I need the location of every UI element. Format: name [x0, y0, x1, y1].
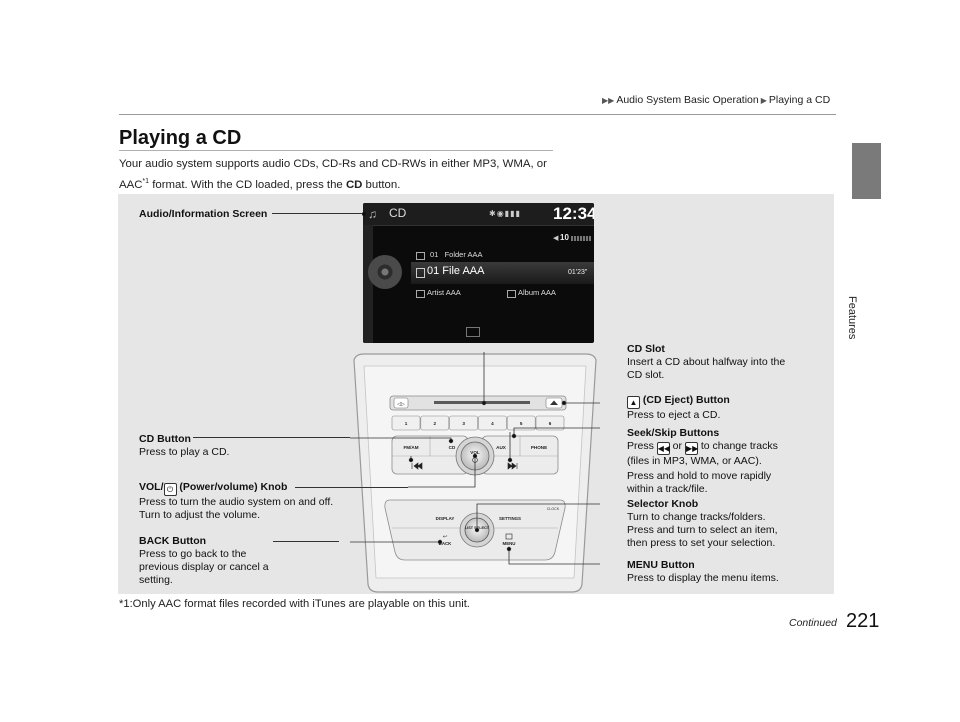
preset-label-1: 1 — [405, 421, 408, 426]
intro-text: button. — [362, 178, 401, 191]
cd-button-label: CD Button Press to play a CD. — [139, 433, 230, 458]
leader-line — [295, 487, 408, 488]
seek-back-icon[interactable] — [411, 462, 423, 470]
volume-bar — [571, 236, 591, 241]
artist-icon — [416, 290, 425, 298]
intro-cd-word: CD — [345, 178, 363, 191]
phone-button[interactable]: PHONE — [531, 445, 547, 450]
intro-text: Your audio system supports audio CDs, CD… — [119, 158, 547, 191]
breadcrumb-item: Playing a CD — [768, 94, 831, 106]
screen-clock: 12:34 — [553, 204, 594, 223]
music-note-icon: ♫ — [368, 207, 377, 221]
preset-label-5: 5 — [520, 421, 523, 426]
eject-icon — [550, 400, 558, 405]
eject-label: ▲ (CD Eject) Button Press to eject a CD. — [627, 394, 730, 421]
seek-back-icon: ◀◀ — [656, 442, 671, 455]
selected-row — [411, 262, 594, 284]
screen-header — [363, 203, 594, 226]
breadcrumb-item: Audio System Basic Operation — [616, 94, 759, 106]
display-button[interactable]: DISPLAY — [436, 516, 455, 521]
preset-label-3: 3 — [462, 421, 465, 426]
preset-button-1[interactable] — [391, 415, 421, 431]
elapsed-time: 01'23" — [568, 269, 588, 276]
disc-icon — [368, 255, 402, 289]
vol-knob-label: VOL/⏻ (Power/volume) Knob Press to turn … — [139, 481, 334, 521]
aux-button[interactable]: AUX — [496, 445, 507, 450]
menu-icon — [505, 533, 513, 540]
clock-label: CLOCK — [547, 507, 560, 511]
preset-button-6[interactable] — [535, 415, 565, 431]
preset-button-3[interactable] — [449, 415, 478, 431]
leader-lines — [350, 352, 600, 565]
intro-text: format. With the CD loaded, press the — [149, 178, 346, 191]
file-name: 01 File AAA — [427, 265, 485, 277]
audio-screen-label: Audio/Information Screen — [139, 208, 268, 220]
audio-info-screen: ♫ CD ✱◉▮▮▮ 12:34 ◀ 10 01 Folder AAA 01 F… — [363, 203, 594, 343]
preset-button-5[interactable] — [506, 415, 536, 431]
fmam-button[interactable]: FM/AM — [403, 445, 418, 450]
leader-line — [193, 437, 350, 438]
artist-name: Artist AAA — [427, 288, 461, 297]
cd-slot-label: CD Slot Insert a CD about halfway into t… — [627, 343, 786, 381]
back-button[interactable]: BACK — [439, 541, 453, 546]
album-icon — [507, 290, 516, 298]
leader-line — [273, 541, 339, 542]
section-tab — [852, 143, 881, 199]
preset-label-6: 6 — [549, 421, 552, 426]
back-icon: ↩ — [443, 534, 447, 540]
album-name: Album AAA — [518, 288, 556, 297]
folder-icon — [416, 252, 425, 260]
section-label: Features — [846, 296, 858, 340]
continued-label: Continued — [789, 617, 837, 629]
page-title: Playing a CD — [119, 127, 242, 149]
audio-console-illustration: ◁▷ 1 2 3 4 5 6 FM/AM CD AUX PHONE VOL CLOCK D… — [350, 352, 600, 593]
footnote: *1:Only AAC format files recorded with i… — [119, 598, 470, 610]
status-icons: ✱◉▮▮▮ — [489, 209, 521, 218]
footnote-ref: *1 — [142, 178, 150, 185]
breadcrumb-arrow-icon: ▶ — [760, 96, 767, 105]
breadcrumb: ▶▶Audio System Basic Operation▶Playing a… — [600, 94, 830, 106]
menu-button-label: MENU Button Press to display the menu it… — [627, 559, 779, 584]
preset-button-2[interactable] — [420, 415, 450, 431]
power-icon: ⏻ — [163, 483, 177, 496]
seek-label: Seek/Skip Buttons Press ◀◀ or ▶▶ to chan… — [627, 427, 778, 495]
page-number: 221 — [846, 610, 880, 632]
volume-icon: ◀ — [553, 235, 559, 242]
title-rule — [119, 150, 553, 151]
cd-button[interactable]: CD — [449, 445, 456, 450]
seek-forward-icon: ▶▶ — [684, 442, 699, 455]
back-button-label: BACK Button Press to go back to the prev… — [139, 535, 269, 586]
seek-forward-icon[interactable] — [507, 462, 518, 470]
breadcrumb-arrow-icon: ▶▶ — [602, 96, 615, 105]
settings-button[interactable]: SETTINGS — [499, 516, 521, 521]
menu-button[interactable]: MENU — [503, 541, 516, 546]
volume-level: 10 — [560, 233, 569, 242]
file-icon — [416, 268, 425, 278]
cd-format-icon — [466, 327, 480, 337]
header-rule — [119, 114, 836, 115]
svg-text:◁▷: ◁▷ — [397, 402, 405, 408]
leader-dot — [362, 212, 366, 216]
preset-label-2: 2 — [434, 421, 437, 426]
vol-label: VOL — [470, 450, 480, 455]
screen-left-strip — [363, 225, 373, 343]
preset-button-4[interactable] — [478, 415, 507, 431]
intro-paragraph: Your audio system supports audio CDs, CD… — [119, 155, 559, 194]
preset-buttons: 1 2 3 4 5 6 — [391, 415, 565, 431]
screen-source: CD — [389, 206, 407, 220]
preset-label-4: 4 — [491, 421, 494, 426]
selector-knob-label: Selector Knob Turn to change tracks/fold… — [627, 498, 778, 549]
folder-name: 01 Folder AAA — [430, 250, 483, 259]
leader-line — [272, 213, 362, 214]
eject-icon: ▲ — [627, 396, 640, 409]
